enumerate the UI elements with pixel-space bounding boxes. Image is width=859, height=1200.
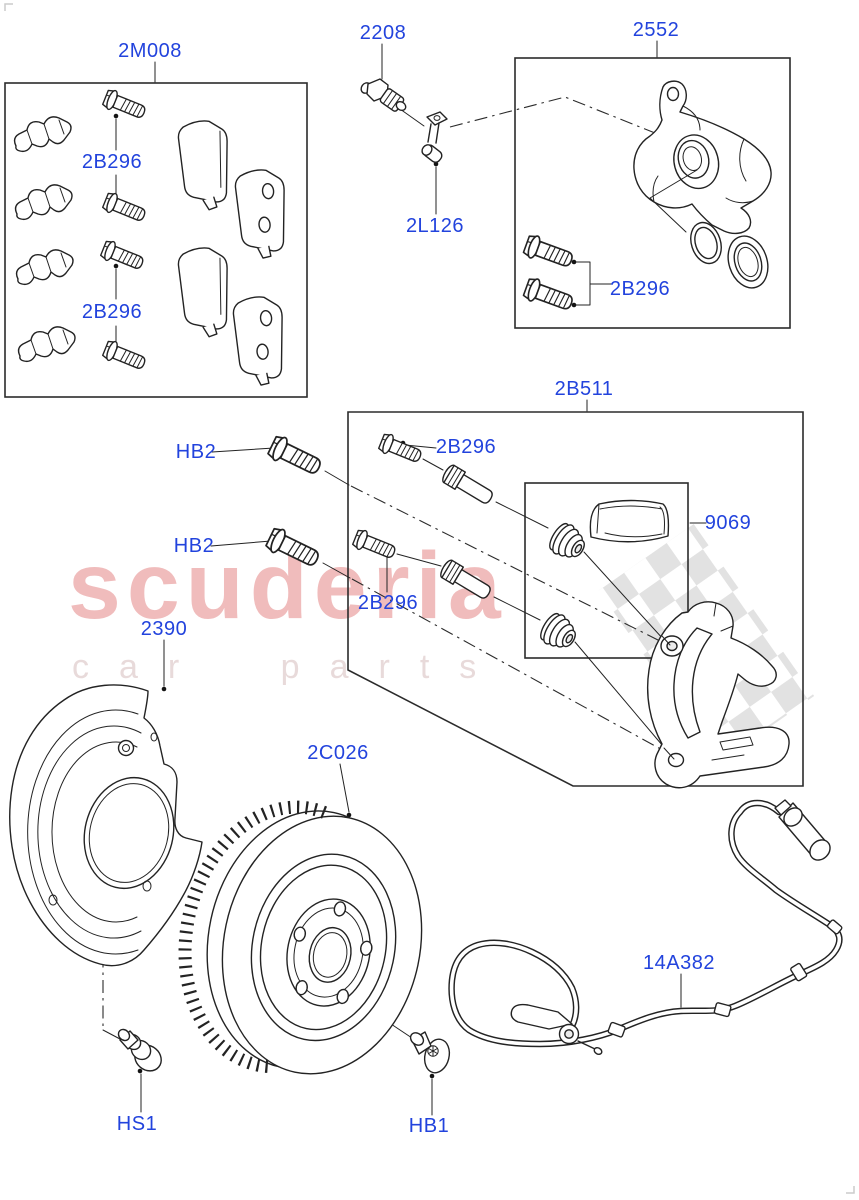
part-label-HS1-shield-screw[interactable]: HS1 xyxy=(116,1113,158,1135)
part-label-2552-caliper[interactable]: 2552 xyxy=(632,19,680,41)
part-label-2208-bleed-screw[interactable]: 2208 xyxy=(359,22,407,44)
pad-bolt-3 xyxy=(99,238,147,274)
part-label-2C026-disc[interactable]: 2C026 xyxy=(307,742,369,764)
part-label-2390-shield[interactable]: 2390 xyxy=(140,618,188,640)
pad-kit-box-2M008 xyxy=(4,82,308,398)
part-label-2B511-carrier-kit[interactable]: 2B511 xyxy=(554,378,614,400)
brake-pad-outer-2 xyxy=(231,293,290,388)
part-label-2B296-caliper-bolts[interactable]: 2B296 xyxy=(609,278,671,300)
guide-pin-boot-lower xyxy=(535,608,583,656)
shield-screw-drawing xyxy=(117,1028,162,1072)
part-label-2L126-clip[interactable]: 2L126 xyxy=(405,215,465,237)
part-label-14A382-sensor[interactable]: 14A382 xyxy=(643,952,715,974)
brake-pad-outer-1 xyxy=(233,166,292,261)
brake-pad-inner-1 xyxy=(176,117,235,213)
pad-bolt-4 xyxy=(101,338,149,374)
part-label-2B296-carrier-upper[interactable]: 2B296 xyxy=(435,436,497,458)
guide-pin-boot-upper xyxy=(544,518,592,566)
brake-disc-drawing xyxy=(178,800,423,1075)
grease-sachet-drawing xyxy=(589,499,670,543)
part-label-HB2-upper[interactable]: HB2 xyxy=(175,441,217,463)
part-label-2B296-carrier-lower[interactable]: 2B296 xyxy=(357,592,419,614)
piston-seal-ring xyxy=(690,221,722,265)
watermark-tagline-text: car parts xyxy=(72,648,506,686)
part-label-HB1-disc-screw[interactable]: HB1 xyxy=(408,1115,450,1137)
guide-bolt-HB2-lower xyxy=(263,525,324,573)
axis-line-caliper xyxy=(449,96,656,134)
part-label-9069-grease[interactable]: 9069 xyxy=(704,512,752,534)
disc-screw-drawing xyxy=(409,1031,451,1074)
guide-pin-upper xyxy=(439,462,497,509)
brake-pad-kit-drawing xyxy=(13,87,292,388)
bleed-screw-drawing xyxy=(360,78,407,112)
caliper-box-2552 xyxy=(514,57,791,329)
part-label-2M008-pad-kit[interactable]: 2M008 xyxy=(118,40,182,62)
sensor-bracket xyxy=(510,1003,603,1055)
brake-pad-inner-2 xyxy=(176,244,235,340)
pad-bolt-2 xyxy=(101,190,149,226)
part-label-2B296-kit-upper[interactable]: 2B296 xyxy=(81,151,143,173)
carrier-bolt-upper xyxy=(377,431,425,467)
corner-mark-bottom-right xyxy=(846,1186,855,1194)
part-label-HB2-lower[interactable]: HB2 xyxy=(173,535,215,557)
abs-sensor-drawing xyxy=(448,799,843,1055)
caliper-carrier-drawing xyxy=(646,601,790,789)
caliper-clip-drawing xyxy=(421,111,448,163)
corner-mark-top-left xyxy=(4,3,13,11)
dust-seal-ring xyxy=(727,235,769,289)
caliper-drawing xyxy=(521,80,772,316)
caliper-bolt-2 xyxy=(521,275,577,316)
grease-box-9069 xyxy=(524,482,689,659)
axis-line-upper-pin xyxy=(350,485,663,643)
sensor-head xyxy=(774,799,831,861)
guide-bolt-HB2-upper xyxy=(265,433,326,481)
carrier-kit-drawing xyxy=(263,431,790,789)
cable-grommets xyxy=(607,919,843,1038)
dust-shield-drawing xyxy=(9,684,203,967)
pad-bolt-1 xyxy=(101,87,149,123)
part-label-2B296-kit-lower[interactable]: 2B296 xyxy=(81,301,143,323)
carrier-bolt-lower xyxy=(351,527,399,563)
axis-line-lower-pin xyxy=(351,578,667,753)
caliper-bolt-1 xyxy=(521,232,577,273)
guide-pin-lower xyxy=(437,557,495,604)
